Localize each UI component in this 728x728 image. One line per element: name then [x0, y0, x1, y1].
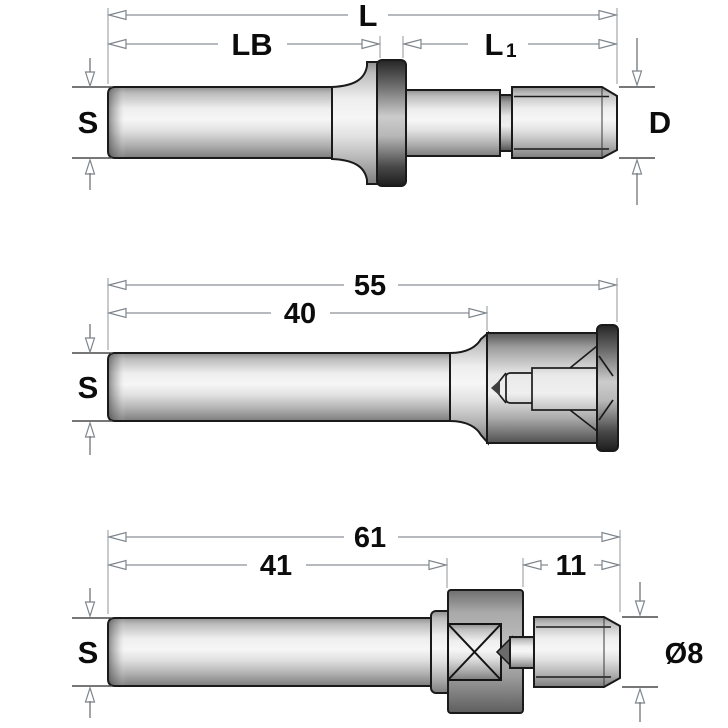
dim-label-total-length: L — [359, 0, 378, 33]
shank-left-cap-shading — [109, 354, 126, 420]
dim-label-shank-diameter: S — [78, 370, 99, 405]
dim-label-shank-diameter: S — [78, 635, 99, 670]
screw-cone-tip — [491, 380, 500, 396]
dim-label-thread-length: L — [485, 27, 504, 62]
dim-label-stud-length: 11 — [556, 550, 587, 582]
arrowhead-right — [601, 559, 622, 571]
shank-left-cap-shading — [109, 619, 126, 685]
arrowhead-down — [84, 71, 96, 88]
arrowhead-up — [84, 686, 96, 703]
arrowhead-up — [631, 158, 643, 175]
arrowhead-right — [428, 559, 449, 571]
shank-cylinder — [107, 352, 456, 422]
dim-label-shank-length: 41 — [260, 550, 292, 582]
section-cross-line — [447, 623, 502, 681]
drawing-threaded-end-arbor: L LB L 1 S — [72, 0, 671, 205]
arrowhead-left — [106, 307, 127, 319]
flange-disc — [376, 59, 407, 187]
arrowhead-right — [468, 307, 489, 319]
drawing-nut-and-stud-arbor: 61 41 11 S — [72, 522, 703, 722]
dim-label-thread-diameter: D — [649, 105, 671, 140]
dim-label-shank-diameter: S — [78, 105, 99, 140]
shank-cylinder — [107, 617, 437, 687]
washer-chamfer-line — [598, 355, 614, 377]
arrowhead-left — [401, 38, 422, 50]
arrowhead-up — [84, 158, 96, 175]
dim-label-thread-length-subscript: 1 — [506, 41, 517, 62]
taper-fillet — [449, 330, 489, 446]
flange-cone — [331, 61, 381, 185]
washer-chamfer-line — [598, 399, 614, 421]
dim-label-shank-length: 40 — [284, 298, 316, 330]
dim-label-stud-diameter: Ø8 — [665, 638, 704, 670]
drawing-collet-head-arbor: 55 40 S — [72, 270, 619, 455]
arrowhead-right — [361, 38, 382, 50]
arrowhead-down — [631, 70, 643, 87]
collet-head-cylinder — [486, 332, 599, 444]
intermediate-cylinder — [405, 89, 501, 157]
countersink-chamfer-line — [569, 409, 598, 432]
arrowhead-up — [84, 421, 96, 438]
internal-screw-body — [505, 372, 532, 404]
arrowhead-down — [84, 601, 96, 618]
internal-bore-outline — [531, 367, 598, 411]
arrowhead-right — [598, 38, 619, 50]
arrowhead-left — [521, 559, 542, 571]
stud-neck — [509, 636, 535, 669]
threaded-end — [511, 86, 618, 159]
arrowhead-left — [106, 9, 127, 21]
arrowhead-down — [634, 600, 646, 617]
arrowhead-left — [106, 531, 127, 543]
dim-label-total-length: 61 — [354, 522, 386, 554]
arrowhead-up — [634, 687, 646, 704]
arrowhead-down — [84, 337, 96, 354]
shank-left-cap-shading — [109, 88, 126, 157]
arrowhead-right — [601, 531, 622, 543]
arrowhead-left — [106, 279, 127, 291]
thread-relief-groove — [499, 94, 513, 152]
arrowhead-right — [598, 279, 619, 291]
arrowhead-left — [106, 559, 127, 571]
dim-label-total-length: 55 — [354, 270, 386, 302]
arrowhead-right — [598, 9, 619, 21]
dim-label-shank-length: LB — [231, 27, 272, 62]
end-washer-disc — [596, 324, 619, 452]
arrowhead-left — [106, 38, 127, 50]
threaded-stud — [533, 616, 621, 688]
countersink-chamfer-line — [569, 345, 598, 369]
